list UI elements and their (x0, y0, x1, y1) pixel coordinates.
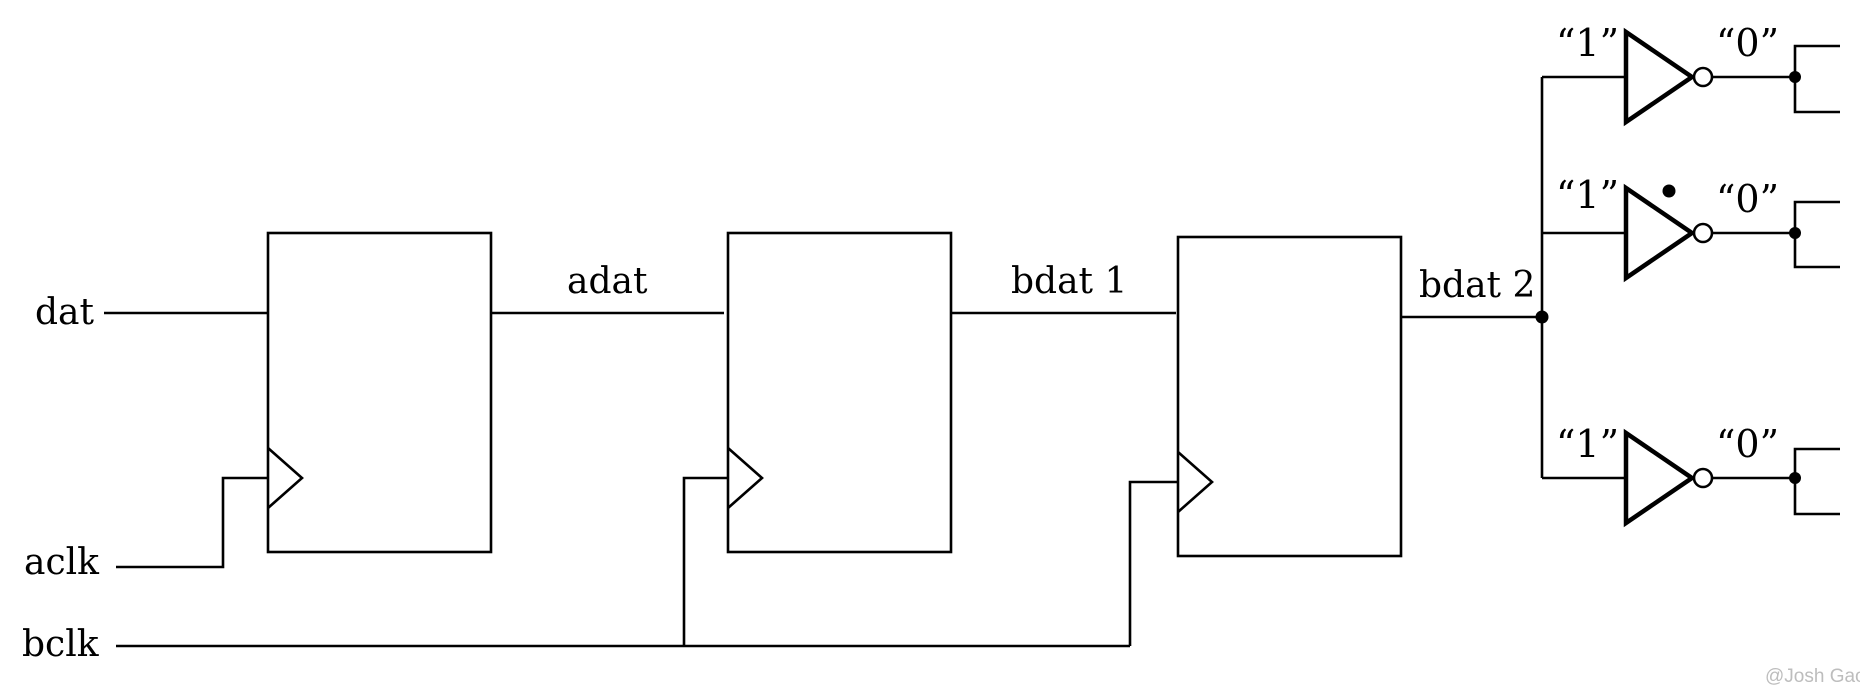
inverter-3: “1” “0” (1556, 422, 1779, 528)
marker-dot (1662, 184, 1676, 198)
gate-2-output-junction-dot (1789, 227, 1801, 239)
bdat2-label: bdat 2 (1419, 265, 1535, 306)
inverter-3-input-value: “1” (1556, 422, 1619, 466)
inverter-1-input-value: “1” (1556, 21, 1619, 65)
gate-3-output-fork (1793, 447, 1840, 516)
aclk-wire (116, 476, 268, 569)
flip-flop-3-clock-triangle (1177, 451, 1214, 513)
dat-label: dat (35, 292, 95, 333)
bdat2-junction-dot (1535, 310, 1549, 324)
gate-2-output-fork (1793, 200, 1840, 269)
flip-flop-3 (1176, 235, 1403, 558)
inverter-1-bubble (1692, 66, 1714, 88)
gate-3-output-junction-dot (1789, 472, 1801, 484)
flip-flop-1-body (266, 231, 493, 554)
flip-flop-3-body (1176, 235, 1403, 558)
flip-flop-2-body (726, 231, 953, 554)
flip-flop-1-clock-triangle (267, 447, 304, 509)
inverter-1-output-value: “0” (1716, 21, 1779, 65)
bclk-label: bclk (22, 624, 100, 665)
aclk-label: aclk (24, 542, 100, 583)
inverter-1-body (1623, 27, 1696, 127)
flip-flop-2-clock-triangle (727, 447, 764, 509)
gate-1-output-junction-dot (1789, 71, 1801, 83)
inverter-1: “1” “0” (1556, 21, 1779, 127)
flip-flop-2 (726, 231, 953, 554)
inverter-3-output-value: “0” (1716, 422, 1779, 466)
inverter-3-bubble (1692, 467, 1714, 489)
inverter-2-output-value: “0” (1716, 177, 1779, 221)
watermark: @Josh Gao (1765, 666, 1860, 687)
inverter-2-input-value: “1” (1556, 173, 1619, 217)
flip-flop-1 (266, 231, 493, 554)
inverter-2: “1” “0” (1556, 173, 1779, 283)
inverter-3-body (1623, 428, 1696, 528)
bclk-ff2-wire (682, 476, 728, 646)
bclk-ff3-wire (1128, 480, 1178, 646)
inverter-2-body (1623, 183, 1696, 283)
adat-label: adat (567, 261, 648, 302)
gate-1-output-fork (1793, 44, 1840, 114)
inverter-2-bubble (1692, 222, 1714, 244)
bdat1-label: bdat 1 (1011, 261, 1127, 302)
